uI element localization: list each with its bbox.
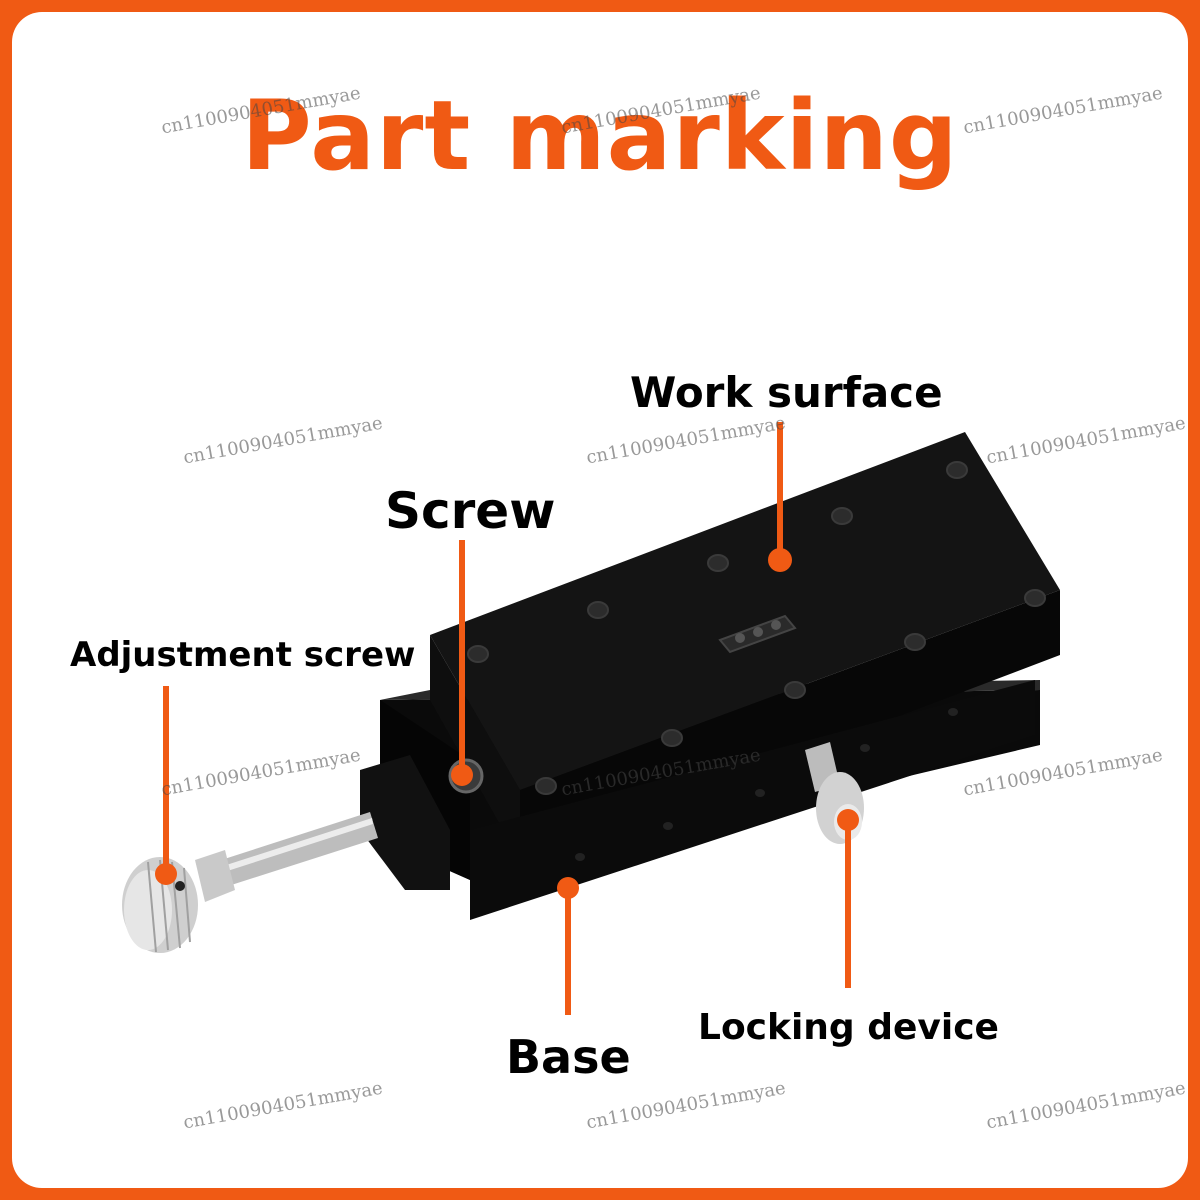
hole xyxy=(587,601,609,619)
screw-marker xyxy=(451,764,473,786)
hole xyxy=(904,633,926,651)
adjustment-screw-label: Adjustment screw xyxy=(70,635,416,675)
side-holes xyxy=(575,708,958,861)
work-block-front xyxy=(430,635,520,860)
side-hole xyxy=(948,708,958,716)
hole xyxy=(784,681,806,699)
knurl xyxy=(147,861,157,953)
knob-face xyxy=(124,870,172,950)
work-surface-marker xyxy=(768,548,792,572)
slot-screw xyxy=(735,633,745,643)
side-hole xyxy=(663,822,673,830)
adjustment-shaft xyxy=(195,812,378,902)
slot-screw xyxy=(771,620,781,630)
page-title: Part marking xyxy=(241,80,959,192)
base-side-strip xyxy=(470,680,1035,920)
work-surface-label: Work surface xyxy=(630,368,943,417)
translation-stage xyxy=(122,432,1060,953)
locking-marker xyxy=(837,809,859,831)
hole xyxy=(707,554,729,572)
side-hole xyxy=(860,744,870,752)
hole xyxy=(535,777,557,795)
hole xyxy=(661,729,683,747)
mounting-holes xyxy=(467,461,1046,795)
work-surface xyxy=(430,432,1060,790)
knurl xyxy=(183,867,191,943)
side-hole xyxy=(575,853,585,861)
slot-screw xyxy=(753,627,763,637)
side-hole xyxy=(755,789,765,797)
shaft-collar xyxy=(195,850,235,902)
shaft-highlight xyxy=(217,818,373,874)
front-clamp xyxy=(360,755,450,890)
hole xyxy=(467,645,489,663)
base-marker xyxy=(557,877,579,899)
hole xyxy=(831,507,853,525)
callouts xyxy=(155,422,859,1015)
hole xyxy=(946,461,968,479)
hole xyxy=(1024,589,1046,607)
locking-device-label: Locking device xyxy=(698,1007,999,1048)
screw-label: Screw xyxy=(385,482,556,540)
knob-hole xyxy=(175,881,185,891)
base-label: Base xyxy=(506,1030,631,1084)
adjustment-marker xyxy=(155,863,177,885)
shaft-rod xyxy=(215,812,378,888)
